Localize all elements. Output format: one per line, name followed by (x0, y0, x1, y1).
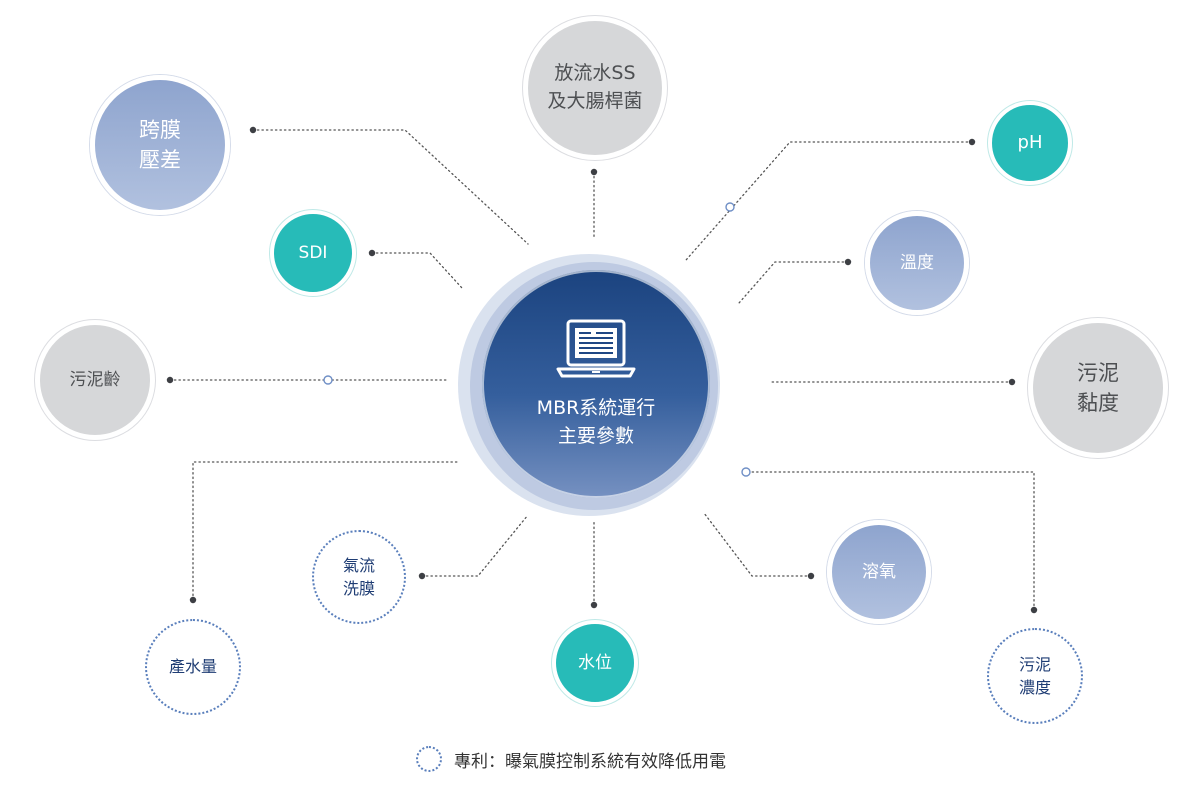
laptop-icon (556, 319, 636, 378)
connector-sludge-concentration (745, 471, 1035, 611)
connector-dot-sdi (368, 249, 376, 257)
connector-ring-sludge-concentration (741, 467, 751, 477)
center-node: MBR系統運行 主要參數 (482, 270, 710, 498)
node-ph: pH (988, 101, 1072, 185)
center-title: MBR系統運行 主要參數 (536, 397, 656, 447)
connector-dot-sludge-age (166, 376, 174, 384)
node-label-dissolved-oxygen: 溶氧 (862, 561, 896, 582)
connector-dot-sludge-viscosity (1008, 378, 1016, 386)
node-air-scour: 氣流 洗膜 (312, 530, 406, 624)
connector-dot-ph (968, 138, 976, 146)
connector-ring-ph (725, 202, 735, 212)
connector-dot-sludge-concentration (1030, 606, 1038, 614)
connector-dot-air-scour (418, 572, 426, 580)
node-label-effluent-ss: 放流水SS 及大腸桿菌 (547, 62, 643, 112)
connector-dot-effluent-ss (590, 168, 598, 176)
node-label-sludge-viscosity: 污泥 黏度 (1077, 360, 1119, 415)
node-label-ph: pH (1017, 131, 1043, 153)
connector-ring-sludge-age (323, 375, 333, 385)
node-label-tmp: 跨膜 壓差 (139, 117, 181, 172)
legend-text: 專利：曝氣膜控制系統有效降低用電 (454, 751, 726, 772)
node-sdi: SDI (270, 210, 356, 296)
connector-tmp (252, 129, 529, 245)
connector-dot-dissolved-oxygen (807, 572, 815, 580)
node-water-production: 產水量 (145, 619, 241, 715)
dotted-ring-icon (416, 746, 442, 772)
node-temperature: 溫度 (865, 211, 969, 315)
node-dissolved-oxygen: 溶氧 (827, 520, 931, 624)
node-label-sdi: SDI (298, 242, 328, 263)
connector-temperature (738, 261, 849, 304)
connector-dot-tmp (249, 126, 257, 134)
node-label-water-production: 產水量 (168, 657, 217, 677)
node-sludge-concentration: 污泥 濃度 (987, 628, 1083, 724)
connector-sdi (371, 252, 463, 289)
node-water-level: 水位 (552, 620, 638, 706)
node-label-sludge-concentration: 污泥 濃度 (1018, 654, 1051, 697)
node-label-sludge-age: 污泥齡 (69, 369, 121, 390)
connector-dot-water-production (189, 596, 197, 604)
connector-air-scour (421, 514, 529, 577)
node-sludge-age: 污泥齡 (35, 320, 155, 440)
connector-dot-temperature (844, 258, 852, 266)
connector-water-production (192, 461, 461, 601)
node-label-water-level: 水位 (578, 652, 612, 673)
node-label-air-scour: 氣流 洗膜 (342, 555, 375, 598)
node-label-temperature: 溫度 (900, 252, 934, 273)
legend: 專利：曝氣膜控制系統有效降低用電 (416, 746, 726, 772)
connector-dot-water-level (590, 601, 598, 609)
node-effluent-ss: 放流水SS 及大腸桿菌 (523, 16, 667, 160)
node-tmp: 跨膜 壓差 (90, 75, 230, 215)
connector-dissolved-oxygen (703, 512, 812, 577)
node-sludge-viscosity: 污泥 黏度 (1028, 318, 1168, 458)
